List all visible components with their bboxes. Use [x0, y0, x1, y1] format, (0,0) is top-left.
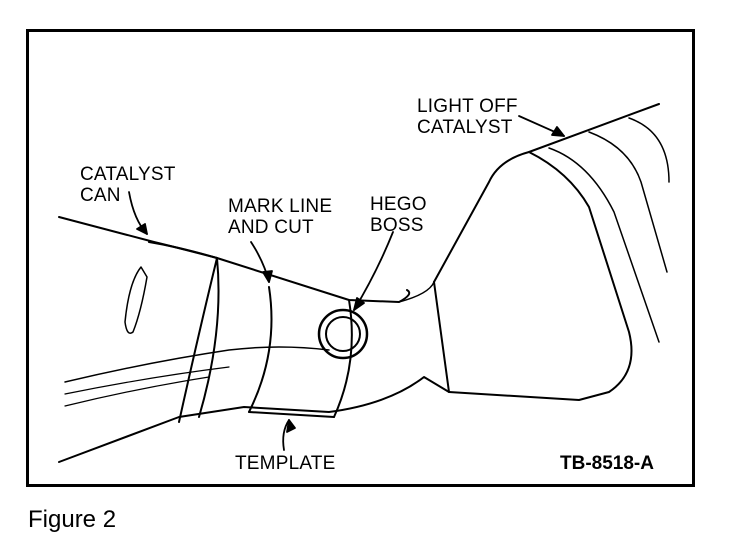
label-hego-boss: HEGO BOSS	[370, 194, 427, 236]
figure-code: TB-8518-A	[560, 453, 654, 474]
exhaust-pipe-drawing	[58, 103, 670, 463]
label-template: TEMPLATE	[235, 453, 336, 474]
figure-frame: LIGHT OFF CATALYST CATALYST CAN MARK LIN…	[26, 29, 695, 487]
pipe-section	[58, 216, 450, 463]
label-light-off-catalyst: LIGHT OFF CATALYST	[417, 96, 518, 138]
label-mark-line-and-cut: MARK LINE AND CUT	[228, 196, 333, 238]
hego-boss-shape	[317, 308, 369, 360]
catalyst-can-shape	[124, 241, 218, 423]
figure-caption: Figure 2	[28, 506, 117, 533]
light-off-catalyst-shape	[433, 103, 670, 401]
leader-arrows	[128, 115, 565, 451]
label-catalyst-can: CATALYST CAN	[80, 164, 176, 206]
